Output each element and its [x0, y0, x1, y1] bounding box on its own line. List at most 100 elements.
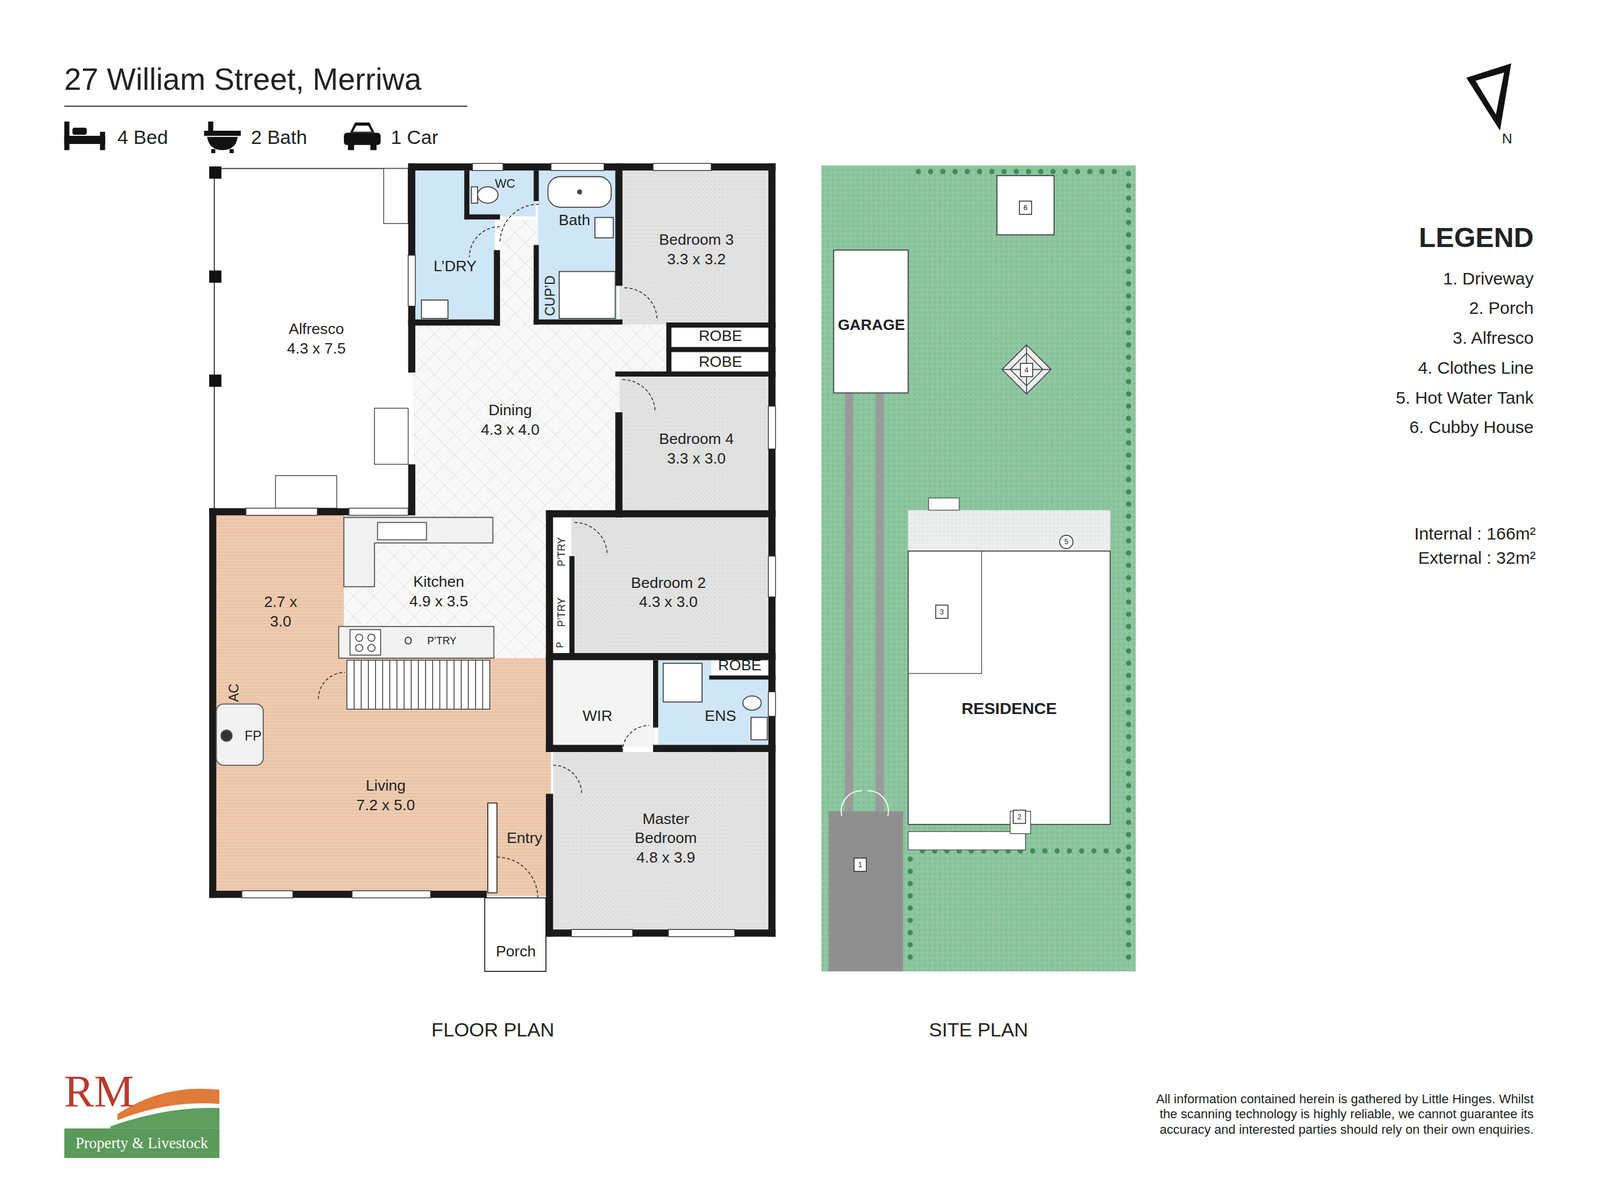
hedge-dots — [907, 168, 1132, 960]
entry-wall — [487, 803, 498, 894]
floor-finishes — [619, 170, 771, 325]
door-swings — [318, 672, 345, 700]
car-icon — [370, 143, 377, 151]
callout-boxes — [1013, 810, 1026, 824]
room-label: P’TRY — [553, 589, 571, 635]
bath-icon — [229, 149, 234, 154]
hedge-dots — [1042, 848, 1048, 854]
room-name: Dining — [488, 400, 532, 421]
room-label: CUP’D — [539, 273, 560, 319]
residence-outline — [908, 551, 983, 674]
residence-outline — [908, 551, 1111, 825]
clothes-line — [1002, 344, 1052, 394]
hedge-dots — [1125, 293, 1132, 299]
kitchen-benches — [368, 634, 375, 642]
floor-finishes — [552, 660, 655, 748]
floor-finishes — [209, 168, 413, 511]
walls — [569, 556, 575, 659]
hedge-dots — [1125, 378, 1132, 385]
walls — [464, 214, 500, 220]
room-name: ROBE — [698, 326, 742, 347]
walls — [533, 319, 623, 325]
driveway — [844, 392, 853, 811]
wet-fixtures — [421, 176, 768, 741]
room-name: P’TRY — [555, 537, 569, 567]
car-icon — [347, 143, 355, 151]
wet-fixtures — [663, 663, 703, 703]
kitchen-benches — [338, 517, 494, 658]
car-icon — [350, 122, 375, 134]
hedge-dots — [1125, 954, 1132, 960]
walls — [546, 510, 553, 661]
hedge-dots — [907, 881, 913, 887]
walls — [653, 745, 776, 753]
room-label: ROBE — [711, 654, 769, 677]
car-icon — [353, 125, 372, 132]
room-name: Bedroom 2 — [630, 573, 706, 594]
hedge-dots — [1050, 168, 1056, 174]
callout-boxes — [935, 605, 949, 619]
hedge-dots — [988, 168, 995, 174]
room-label: Dining4.3 x 4.0 — [449, 399, 572, 442]
room-name: 2.7 x 3.0 — [253, 592, 307, 632]
room-label: Bedroom 43.3 x 3.0 — [627, 427, 766, 470]
hedge-dots — [1125, 538, 1132, 544]
room-label: Bath — [543, 209, 605, 232]
hedge-dots — [1125, 623, 1132, 629]
windows — [653, 163, 712, 171]
hedge-dots — [1125, 893, 1132, 899]
hedge-dots — [1038, 168, 1044, 174]
room-label: Alfresco4.3 x 7.5 — [234, 311, 398, 367]
hedge-dots — [964, 168, 970, 174]
walls — [546, 929, 776, 937]
hedge-dots — [1125, 734, 1132, 740]
floor-finishes — [552, 752, 771, 932]
feature-count: 4 Bed — [117, 126, 169, 150]
stair-treads — [346, 660, 490, 710]
room-label: Bedroom 24.3 x 3.0 — [576, 571, 761, 614]
plan-caption: SITE PLAN — [929, 1018, 1029, 1042]
room-name: WC — [494, 176, 515, 192]
walls — [408, 163, 776, 171]
walls — [666, 347, 776, 353]
windows — [245, 508, 318, 516]
room-name: Bedroom 4 — [658, 429, 734, 450]
hedge-dots — [1125, 918, 1132, 924]
room-name: Alfresco — [288, 319, 344, 340]
walls — [615, 163, 623, 287]
wet-fixtures — [559, 271, 616, 319]
hedge-dots — [907, 905, 913, 911]
room-name: GARAGE — [838, 315, 906, 336]
car-icon — [343, 133, 381, 146]
door-swings — [624, 287, 658, 321]
room-name: WIR — [582, 706, 613, 727]
wet-fixtures — [751, 717, 768, 741]
hedge-dots — [1125, 452, 1132, 458]
room-label: ROBE — [673, 351, 768, 374]
hedge-dots — [976, 168, 983, 174]
room-size: 4.9 x 3.5 — [409, 592, 469, 612]
floor-finishes — [552, 515, 572, 654]
windows — [768, 691, 776, 717]
room-size: 3.3 x 3.0 — [666, 449, 726, 469]
hedge-dots — [1125, 232, 1132, 238]
area-note: Internal : 166m² — [1414, 523, 1537, 545]
walls — [533, 170, 540, 202]
hedge-dots — [1125, 244, 1132, 250]
logo-mark: RM — [63, 1064, 134, 1120]
hedge-dots — [1125, 660, 1132, 666]
hedge-dots — [1111, 168, 1117, 174]
feature-count: 2 Bath — [251, 126, 307, 150]
driveway — [828, 811, 904, 972]
walls — [209, 508, 413, 516]
alfresco-frame — [275, 475, 337, 509]
room-size: 3.3 x 3.2 — [666, 249, 726, 270]
alfresco-frame — [209, 166, 408, 511]
fixture-label: FP — [244, 728, 262, 745]
hedge-dots — [907, 893, 913, 899]
legend-entry: 2. Porch — [1469, 297, 1534, 319]
hedge-dots — [1125, 427, 1132, 434]
room-name: Entry — [506, 828, 543, 849]
hedge-dots — [1125, 746, 1132, 752]
hedge-dots — [1125, 330, 1132, 336]
